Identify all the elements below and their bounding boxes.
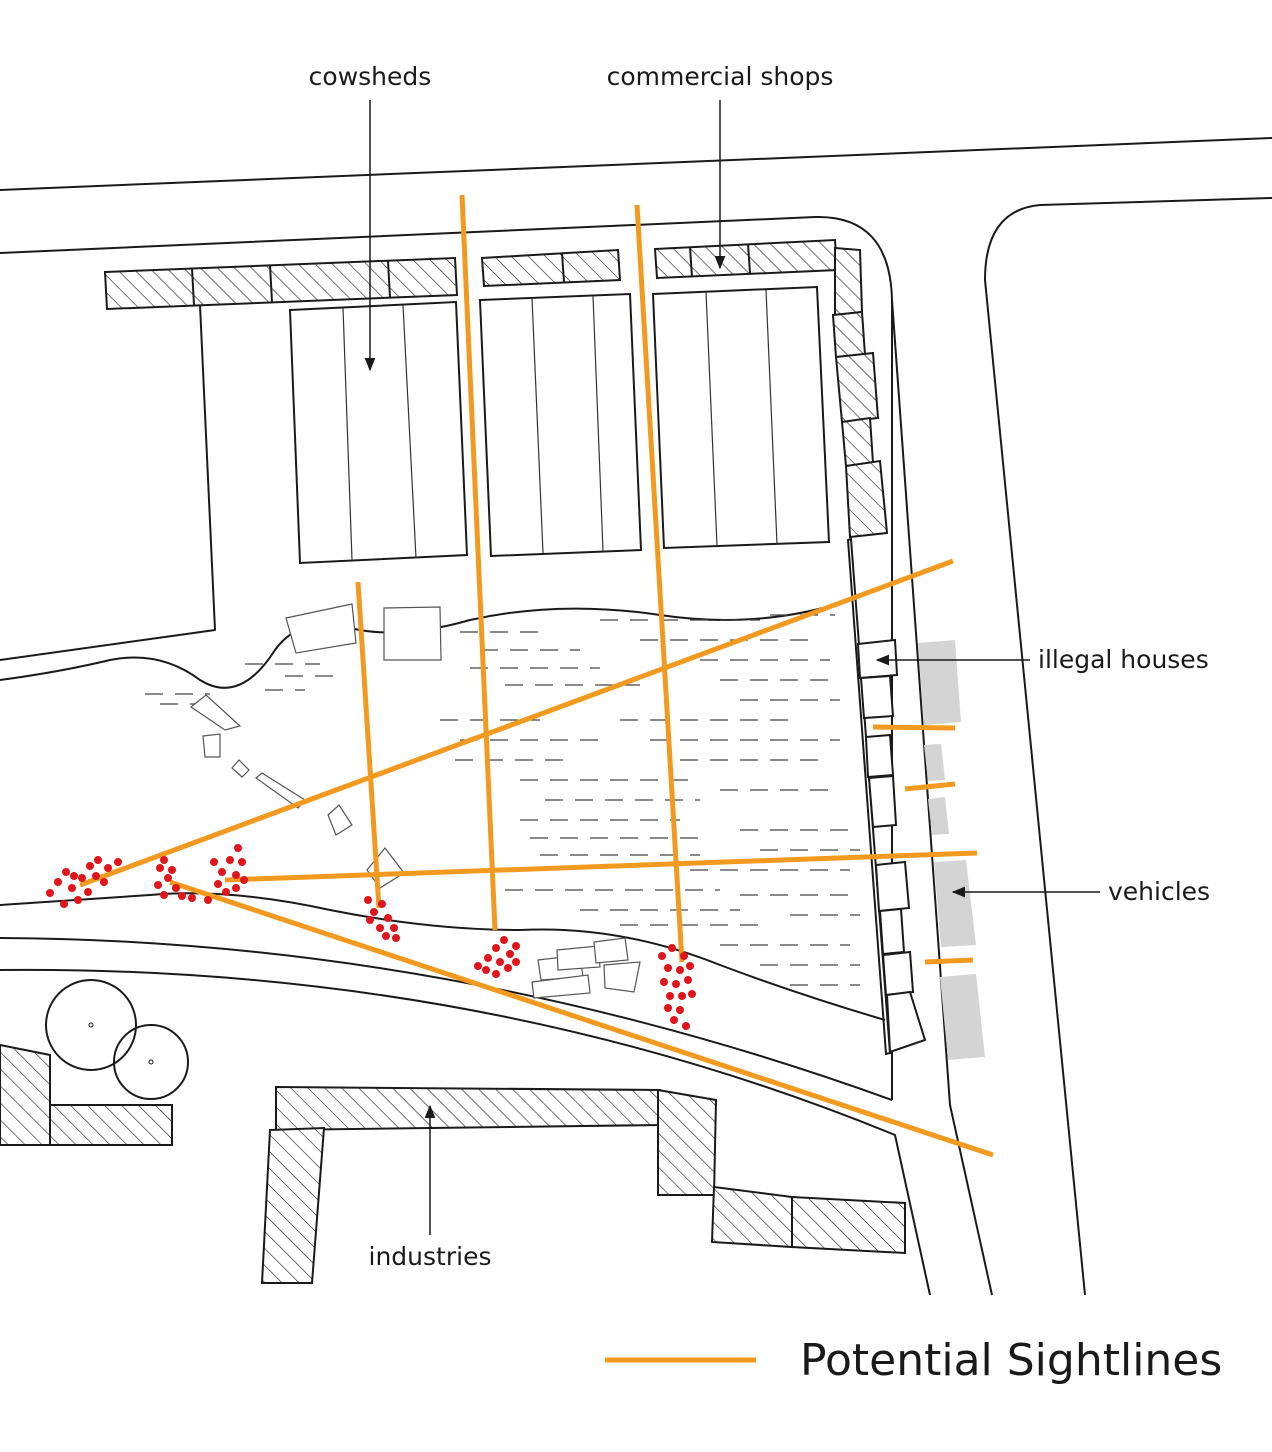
label-vehicles: vehicles bbox=[1108, 877, 1210, 906]
road-lines bbox=[0, 137, 1272, 1296]
people-clusters bbox=[46, 844, 696, 1030]
annotation-arrows bbox=[364, 100, 1100, 1235]
plot-boundary-left bbox=[0, 304, 216, 661]
legend: Potential Sightlines bbox=[605, 1335, 1222, 1386]
trees bbox=[45, 979, 189, 1100]
cowsheds bbox=[288, 285, 831, 565]
debris bbox=[189, 603, 641, 999]
label-commercial-shops: commercial shops bbox=[607, 62, 834, 91]
label-illegal-houses: illegal houses bbox=[1038, 645, 1209, 674]
industries bbox=[0, 1043, 906, 1284]
commercial-shops bbox=[103, 238, 889, 539]
label-cowsheds: cowsheds bbox=[309, 62, 432, 91]
label-industries: industries bbox=[369, 1242, 492, 1271]
illegal-houses bbox=[846, 537, 927, 1056]
vehicles bbox=[918, 640, 985, 1060]
potential-sightlines bbox=[79, 194, 994, 1158]
pond-area bbox=[0, 599, 886, 1021]
legend-label: Potential Sightlines bbox=[800, 1335, 1222, 1386]
